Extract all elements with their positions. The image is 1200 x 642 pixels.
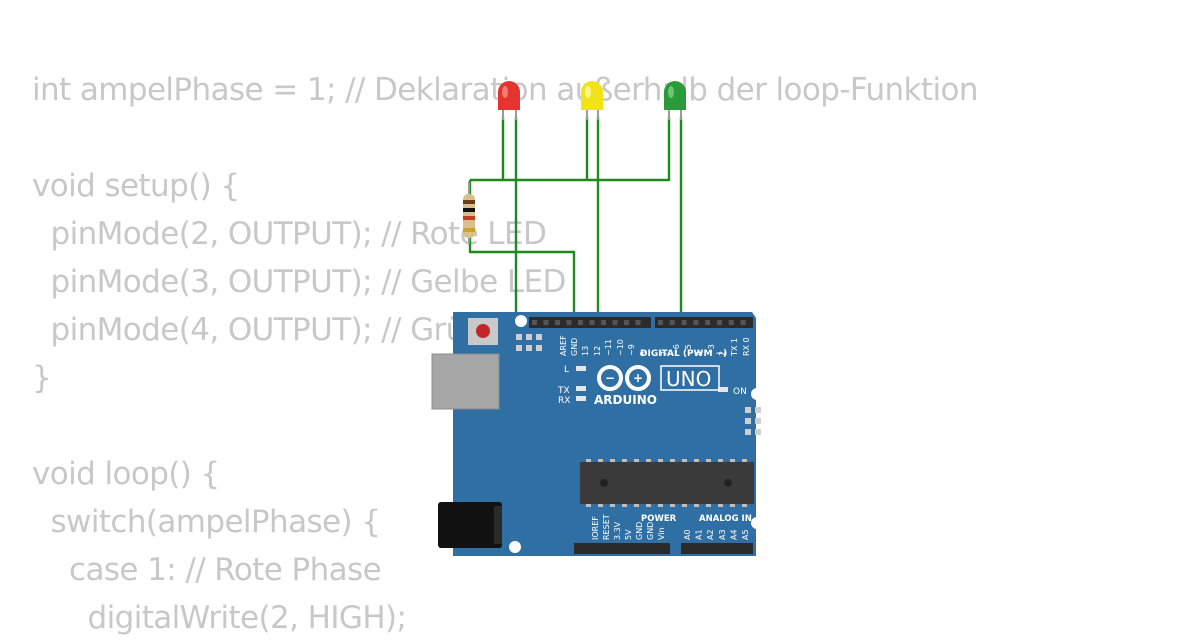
rx-label: RX <box>558 396 570 406</box>
pin-label: ~6 <box>672 344 681 356</box>
pin-label: RX 0 <box>742 337 751 356</box>
pin-label: GND <box>635 522 644 540</box>
power-jack <box>438 502 502 548</box>
svg-text:+: + <box>633 371 643 385</box>
wire-red-cathode[interactable] <box>470 117 505 182</box>
pin-label: IOREF <box>591 516 600 540</box>
analog-label: ANALOG IN <box>699 514 752 524</box>
pin-label: ~10 <box>616 339 625 356</box>
wire-resistor-gnd[interactable] <box>468 180 576 322</box>
code-line[interactable]: case 1: // Rote Phase <box>32 552 382 588</box>
digital-header-2[interactable] <box>655 317 753 328</box>
model-label: UNO <box>666 367 711 391</box>
pin-label: ~5 <box>684 344 693 356</box>
code-editor[interactable]: int ampelPhase = 1; // Deklaration außer… <box>32 66 978 642</box>
usb-port <box>431 353 500 410</box>
code-line[interactable]: pinMode(2, OUTPUT); // Rote LED <box>32 216 547 252</box>
pin-label: 4 <box>695 351 704 356</box>
tx-label: TX <box>557 386 570 396</box>
pin-label: 5V <box>624 529 633 540</box>
pin-label: A0 <box>683 529 692 540</box>
brand-label: ARDUINO <box>594 393 657 407</box>
svg-text:−: − <box>605 371 615 385</box>
pin-label: GND <box>570 338 579 356</box>
l-label: L <box>564 365 569 375</box>
resistor[interactable] <box>463 182 475 244</box>
pin-label: A1 <box>695 529 704 540</box>
pin-label: Vin <box>657 527 666 540</box>
arduino-logo-icon <box>597 365 651 391</box>
pin-label: RESET <box>602 514 611 540</box>
digital-label: DIGITAL (PWM ~) <box>640 349 727 359</box>
led-red[interactable] <box>498 81 520 120</box>
code-line[interactable]: switch(ampelPhase) { <box>32 504 381 540</box>
pin-label: ~11 <box>604 339 613 356</box>
arduino-uno-board[interactable]: L TX RX ON − + ARDUINO UNO DIGITAL (PWM … <box>431 312 763 556</box>
code-line[interactable]: void setup() { <box>32 168 240 204</box>
pin-label: A2 <box>706 529 715 540</box>
pin-label: 3.3V <box>613 521 622 540</box>
on-label: ON <box>733 387 747 397</box>
pin-label: A5 <box>741 529 750 540</box>
led-green[interactable] <box>664 81 686 120</box>
analog-header[interactable] <box>681 543 753 554</box>
pin-label: 8 <box>639 351 648 356</box>
pin-label: ~3 <box>707 344 716 356</box>
code-line[interactable]: void loop() { <box>32 456 220 492</box>
pin-label: 12 <box>593 346 602 356</box>
pin-label: A4 <box>729 529 738 540</box>
wire-green-cathode[interactable] <box>587 117 671 182</box>
code-line[interactable]: } <box>32 360 52 396</box>
power-label: POWER <box>641 514 677 524</box>
pin-label: 13 <box>581 346 590 356</box>
pin-label: 2 <box>718 351 727 356</box>
pin-label: 7 <box>660 351 669 356</box>
pin-label: GND <box>646 522 655 540</box>
pin-label: A3 <box>718 529 727 540</box>
pin-label: TX 1 <box>730 338 739 357</box>
pin-label: AREF <box>559 335 568 356</box>
power-header[interactable] <box>574 543 670 554</box>
wires <box>468 117 683 322</box>
pin-label: ~9 <box>627 344 636 356</box>
led-yellow[interactable] <box>581 81 603 120</box>
code-line[interactable]: pinMode(3, OUTPUT); // Gelbe LED <box>32 264 567 300</box>
